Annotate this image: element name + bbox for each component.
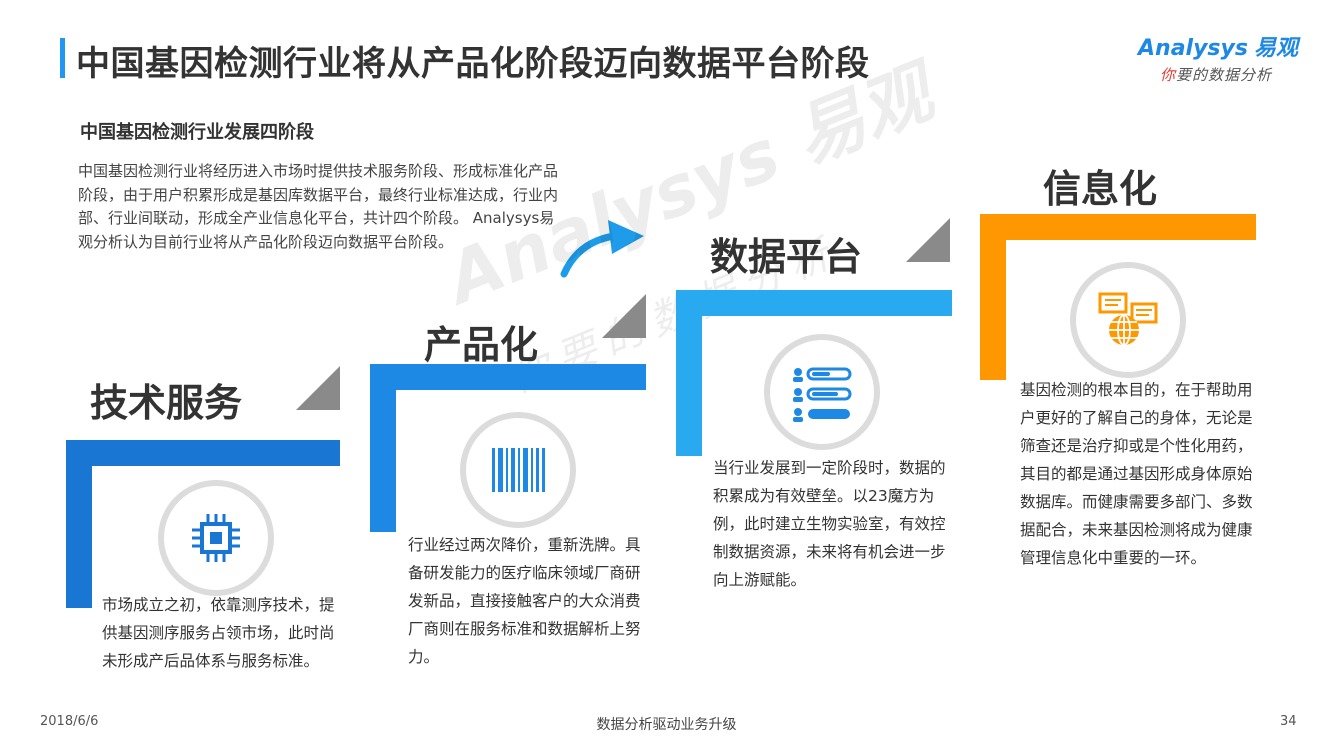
logo-tagline-rest: 要的数据分析 (1176, 66, 1273, 84)
chip-icon (192, 514, 240, 562)
logo-brand-prefix: A (1138, 36, 1156, 61)
data-list-icon (793, 367, 852, 422)
stage-label: 数据平台 (710, 235, 863, 279)
stage-corner-triangle (906, 218, 950, 262)
logo-tagline-accent: 你 (1160, 66, 1177, 84)
stage-icon-circle (764, 334, 880, 450)
curved-arrow-icon (560, 220, 644, 278)
footer-date: 2018/6/6 (40, 714, 99, 729)
stage-bar-horizontal (66, 440, 340, 466)
stage-icon-circle (158, 480, 274, 596)
page-title: 中国基因检测行业将从产品化阶段迈向数据平台阶段 (76, 44, 870, 84)
intro-paragraph: 中国基因检测行业将经历进入市场时提供技术服务阶段、形成标准化产品阶段，由于用户积… (78, 162, 559, 251)
stage-label: 技术服务 (90, 381, 243, 425)
stage-bar-vertical (66, 440, 92, 608)
stage-bar-horizontal (676, 290, 952, 316)
barcode-icon (492, 448, 545, 492)
stage-bar-horizontal (370, 364, 646, 390)
globe-document-icon (1098, 292, 1158, 346)
stage-description: 当行业发展到一定阶段时，数据的积累成为有效壁垒。以23魔方为例，此时建立生物实验… (713, 459, 946, 589)
stage-icon-circle (1070, 262, 1186, 378)
stage-icon-circle (460, 412, 576, 528)
stage-description: 市场成立之初，依靠测序技术，提供基因测序服务占领市场，此时尚未形成产后品体系与服… (102, 596, 335, 670)
page-number: 34 (1280, 714, 1297, 729)
stage-description: 行业经过两次降价，重新洗牌。具备研发能力的医疗临床领域厂商研发新品，直接接触客户… (408, 536, 641, 666)
stage-description: 基因检测的根本目的，在于帮助用户更好的了解自己的身体，无论是筛查还是治疗抑或是个… (1020, 381, 1253, 567)
section-subtitle: 中国基因检测行业发展四阶段 (80, 122, 314, 143)
stage-corner-triangle (602, 294, 646, 338)
title-accent-bar (60, 38, 65, 78)
stage-label: 信息化 (1043, 167, 1158, 211)
stage-corner-triangle (296, 366, 340, 410)
logo-brand: nalysys (1155, 36, 1248, 61)
stage-bar-horizontal (980, 214, 1256, 240)
stage-bar-vertical (980, 214, 1006, 380)
logo-cn: 易观 (1253, 36, 1298, 61)
footer-slogan: 数据分析驱动业务升级 (596, 717, 737, 733)
logo-tagline: 你要的数据分析 (1160, 64, 1272, 85)
stage-label: 产品化 (424, 323, 539, 367)
stage-bar-vertical (370, 364, 396, 532)
stage-bar-vertical (676, 290, 702, 456)
